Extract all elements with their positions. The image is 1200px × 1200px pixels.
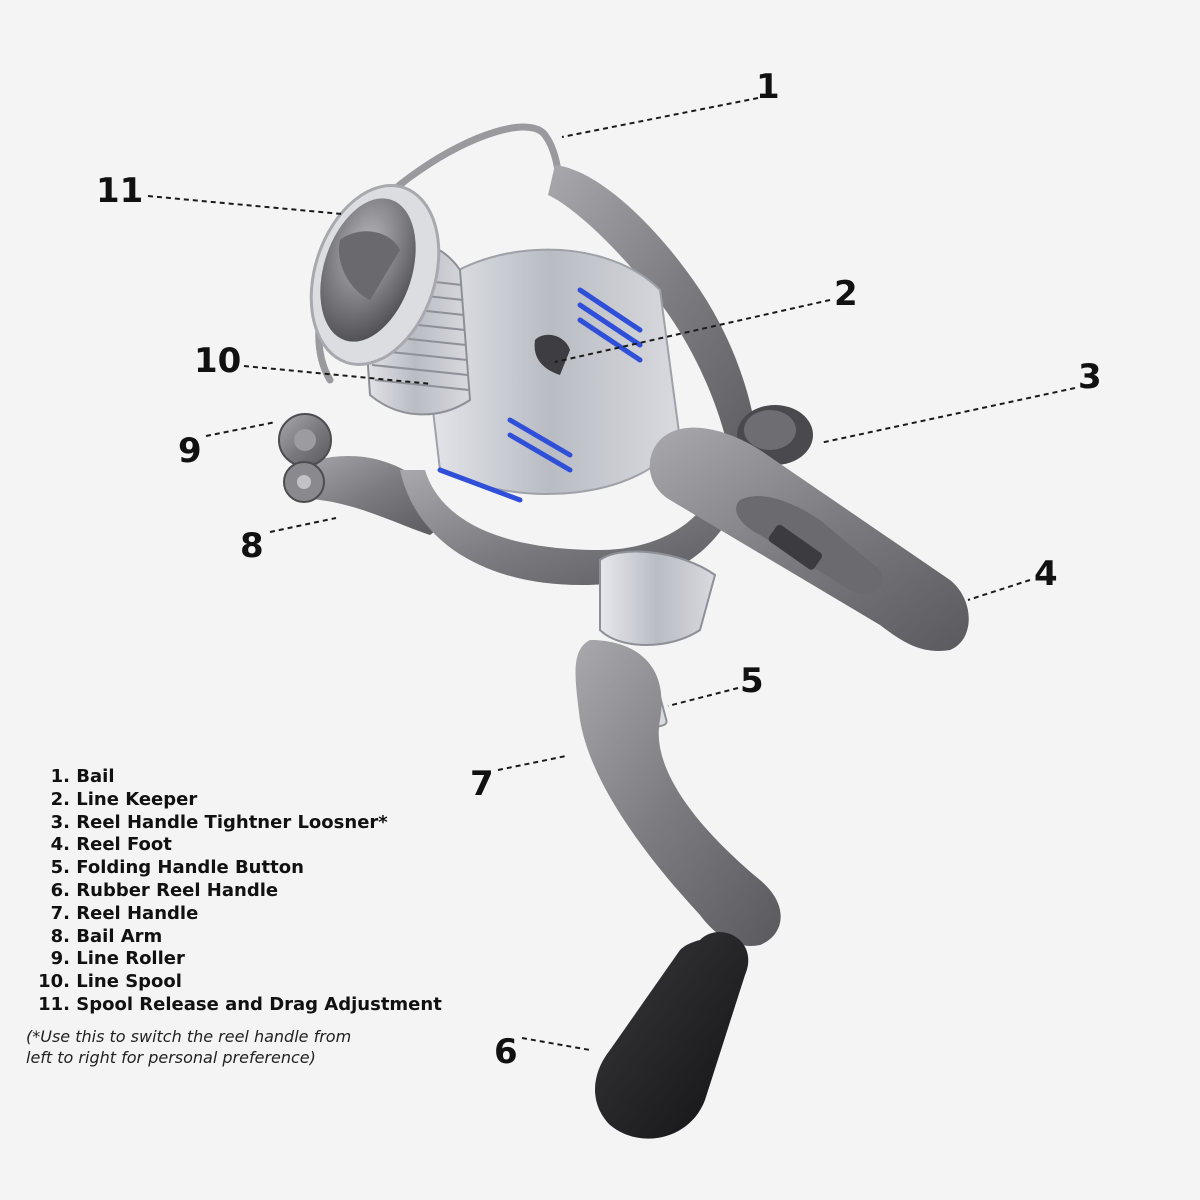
- leader-5: [667, 687, 739, 707]
- legend-number: 2.: [50, 788, 70, 810]
- callout-3: 3: [1078, 357, 1102, 397]
- footnote-line-1: (*Use this to switch the reel handle fro…: [26, 1027, 352, 1046]
- leader-3: [819, 387, 1076, 444]
- leader-10: [243, 365, 433, 385]
- legend-item: 8. Bail Arm: [30, 926, 500, 949]
- callout-9: 9: [178, 431, 202, 471]
- footnote: (*Use this to switch the reel handle fro…: [26, 1026, 426, 1068]
- leader-1: [561, 97, 759, 138]
- legend-number: 5.: [50, 857, 70, 879]
- legend-text: Reel Foot: [76, 834, 172, 856]
- leader-8: [269, 517, 337, 533]
- legend-text: Bail: [76, 766, 115, 787]
- callout-10: 10: [194, 341, 241, 381]
- parts-legend: 1. Bail 2. Line Keeper 3. Reel Handle Ti…: [30, 766, 500, 1017]
- legend-item: 3. Reel Handle Tightner Loosner*: [30, 812, 500, 835]
- gearbox: [599, 550, 717, 646]
- legend-text: Rubber Reel Handle: [76, 879, 279, 901]
- legend-number: 7.: [50, 902, 70, 924]
- leader-lines: [147, 97, 1076, 1051]
- callout-8: 8: [240, 526, 264, 566]
- leader-7: [497, 755, 567, 771]
- line-roller: [278, 413, 332, 503]
- leader-9: [205, 421, 277, 437]
- blue-accents: [437, 287, 643, 503]
- legend-item: 7. Reel Handle: [30, 903, 500, 926]
- legend-text: Line Roller: [76, 948, 185, 970]
- reel-handle-arm: [575, 640, 781, 946]
- legend-item: 10. Line Spool: [30, 971, 500, 994]
- drag-knob: [309, 184, 441, 366]
- legend-item: 2. Line Keeper: [30, 789, 500, 812]
- leader-6: [521, 1037, 591, 1051]
- legend-item: 5. Folding Handle Button: [30, 857, 500, 880]
- legend-number: 4.: [50, 834, 70, 856]
- legend-number: 8.: [50, 925, 70, 947]
- legend-number: 6.: [50, 879, 70, 901]
- legend-text: Reel Handle Tightner Loosner*: [76, 811, 388, 833]
- leader-4: [967, 579, 1031, 601]
- legend-item: 9. Line Roller: [30, 948, 500, 971]
- leader-2: [554, 299, 831, 363]
- legend-text: Folding Handle Button: [76, 857, 304, 879]
- callout-1: 1: [756, 67, 780, 107]
- legend-item: 1. Bail: [30, 766, 500, 789]
- legend-item: 6. Rubber Reel Handle: [30, 880, 500, 903]
- footnote-line-2: left to right for personal preference): [26, 1048, 316, 1067]
- legend-number: 11.: [38, 993, 70, 1015]
- legend-text: Spool Release and Drag Adjustment: [76, 993, 442, 1015]
- callout-2: 2: [834, 274, 858, 314]
- legend-number: 3.: [50, 811, 70, 833]
- fishing-reel-illustration: [278, 123, 969, 1139]
- legend-text: Reel Handle: [76, 902, 199, 924]
- callout-11: 11: [96, 171, 143, 211]
- legend-item: 4. Reel Foot: [30, 834, 500, 857]
- callout-6: 6: [494, 1032, 518, 1072]
- legend-text: Line Keeper: [76, 788, 198, 810]
- line-keeper: [534, 334, 570, 375]
- reel-foot: [649, 427, 969, 651]
- callout-7: 7: [470, 764, 494, 804]
- legend-number: 9.: [50, 948, 70, 970]
- legend-text: Bail Arm: [76, 925, 163, 947]
- legend-number: 1.: [50, 766, 70, 787]
- callout-numbers: 1 2 3 4 5 6 7 8 9 10 11: [96, 67, 1102, 1072]
- legend-text: Line Spool: [76, 971, 182, 993]
- legend-item: 11. Spool Release and Drag Adjustment: [30, 994, 500, 1017]
- callout-5: 5: [740, 661, 764, 701]
- legend-number: 10.: [38, 971, 70, 993]
- rubber-knob: [595, 932, 749, 1139]
- leader-11: [147, 195, 343, 215]
- callout-4: 4: [1034, 554, 1058, 594]
